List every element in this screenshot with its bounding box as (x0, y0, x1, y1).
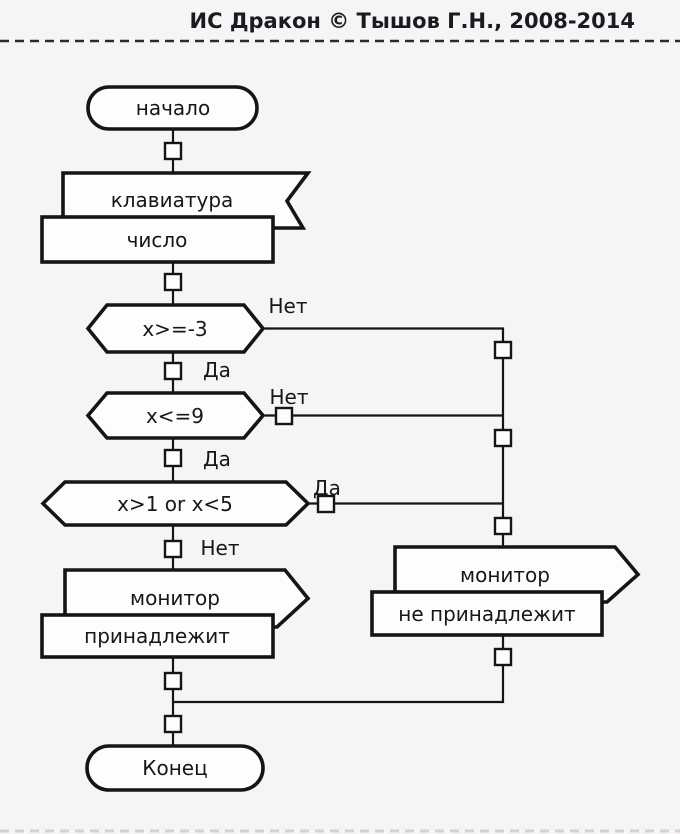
decision-2-yes-label: Да (203, 447, 231, 471)
output-left-value-label: принадлежит (84, 624, 230, 648)
input-device-label: клавиатура (111, 188, 234, 212)
decision-3-condition: x>1 or x<5 (117, 492, 233, 516)
decision-1-hexagon[interactable] (85, 303, 266, 354)
output-right-device-label: монитор (460, 563, 550, 587)
decision-2-no-label: Нет (270, 385, 309, 409)
output-right-value-label: не принадлежит (398, 602, 576, 626)
output-right-value-box[interactable] (370, 590, 604, 637)
insertion-point-node[interactable] (163, 361, 183, 381)
decision-2-condition: x<=9 (146, 404, 204, 428)
decision-1-no-label: Нет (269, 294, 308, 318)
input-value-box[interactable] (40, 215, 275, 264)
insertion-point-node[interactable] (493, 516, 513, 536)
insertion-point-node[interactable] (163, 714, 183, 734)
decision-3-hexagon[interactable] (40, 480, 311, 527)
insertion-point-node[interactable] (163, 272, 183, 292)
input-value-label: число (127, 228, 188, 252)
insertion-point-node[interactable] (163, 671, 183, 691)
insertion-points (163, 141, 513, 734)
insertion-point-node[interactable] (493, 428, 513, 448)
insertion-point-node[interactable] (493, 647, 513, 667)
insertion-point-node[interactable] (316, 494, 336, 514)
insertion-point-node[interactable] (163, 539, 183, 559)
end-label: Конец (142, 756, 207, 780)
output-left-device-label: монитор (130, 586, 220, 610)
insertion-point-node[interactable] (274, 406, 294, 426)
decision-2-hexagon[interactable] (85, 391, 266, 440)
start-terminator[interactable] (86, 85, 259, 131)
app-title: ИС Дракон © Тышов Г.Н., 2008-2014 (190, 9, 635, 33)
insertion-point-node[interactable] (163, 141, 183, 161)
decision-1-condition: x>=-3 (142, 317, 207, 341)
output-left-value-box[interactable] (40, 613, 275, 659)
decision-1-yes-label: Да (203, 358, 231, 382)
insertion-point-node[interactable] (493, 340, 513, 360)
no-branch-wire-1 (263, 327, 505, 548)
decision-3-no-label: Нет (201, 536, 240, 560)
end-terminator[interactable] (85, 744, 265, 792)
insertion-point-node[interactable] (163, 448, 183, 468)
start-label: начало (136, 96, 210, 120)
